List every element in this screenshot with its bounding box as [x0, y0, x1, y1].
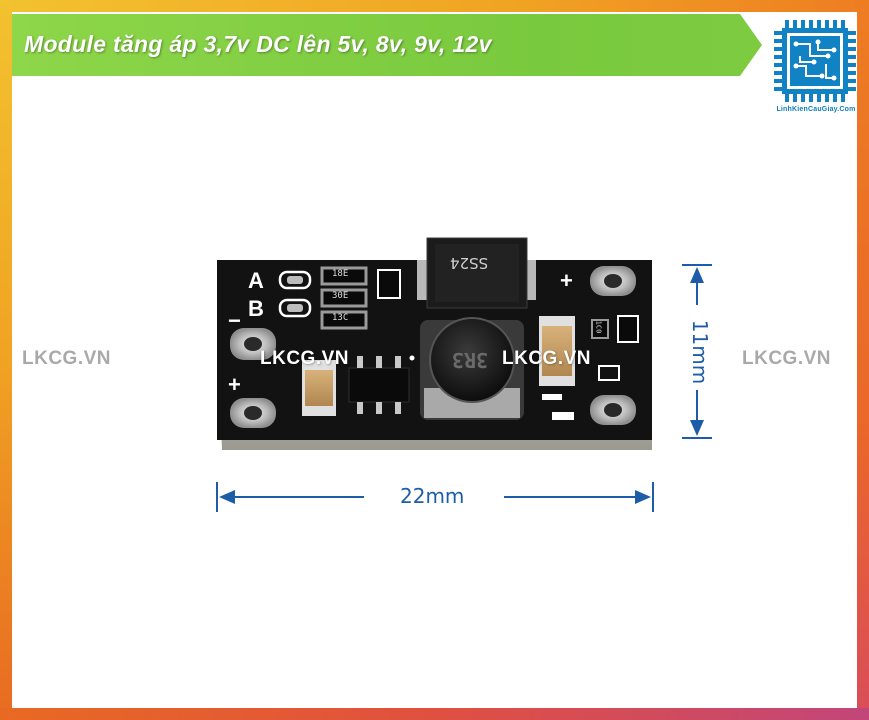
dimension-width — [216, 482, 654, 512]
height-dimension-label: 11mm — [688, 319, 713, 385]
smd-resistors — [320, 266, 609, 339]
diode-marking: SS24 — [450, 254, 489, 272]
watermark-center-left: LKCG.VN — [260, 348, 349, 369]
watermark-left: LKCG.VN — [22, 348, 111, 369]
inductor-marking: 3R3 — [452, 348, 489, 372]
page-title: Module tăng áp 3,7v DC lên 5v, 8v, 9v, 1… — [24, 31, 492, 57]
title-banner — [12, 14, 762, 76]
frame-right-border — [857, 0, 869, 720]
width-dimension-label: 22mm — [400, 484, 465, 508]
chip-logo — [770, 16, 860, 116]
smd-capacitors — [302, 316, 575, 416]
watermark-center-right: LKCG.VN — [502, 348, 591, 369]
silk-label-minus: − — [228, 308, 241, 333]
boost-module-board — [216, 237, 712, 512]
resistor-2-marking: 30E — [332, 291, 349, 301]
resistor-4-marking: 1C0 — [594, 320, 603, 334]
ab-select-pads — [278, 270, 312, 318]
inductor-3r3 — [420, 317, 524, 420]
dimension-height — [682, 264, 712, 439]
frame-left-border — [0, 0, 12, 720]
silk-label-plus: + — [228, 372, 241, 397]
boost-ic — [348, 356, 410, 414]
mounting-pads — [230, 266, 636, 428]
misc-components — [409, 315, 639, 420]
watermark-right: LKCG.VN — [742, 348, 831, 369]
silk-label-plus-right: + — [560, 268, 573, 293]
product-photo: A B − + + SS24 3R3 18E 30E 13C 1C0 22mm … — [12, 120, 857, 708]
frame-bottom-border — [0, 708, 869, 720]
chip-logo-icon — [774, 20, 856, 102]
frame-top-border — [0, 0, 869, 12]
silk-label-a: A — [248, 268, 264, 293]
resistor-3-marking: 13C — [332, 313, 349, 323]
silk-label-b: B — [248, 296, 264, 321]
logo-text: LinhKienCauGiay.Com — [776, 106, 856, 113]
resistor-1-marking: 18E — [332, 269, 349, 279]
diode-ss24 — [417, 237, 536, 309]
